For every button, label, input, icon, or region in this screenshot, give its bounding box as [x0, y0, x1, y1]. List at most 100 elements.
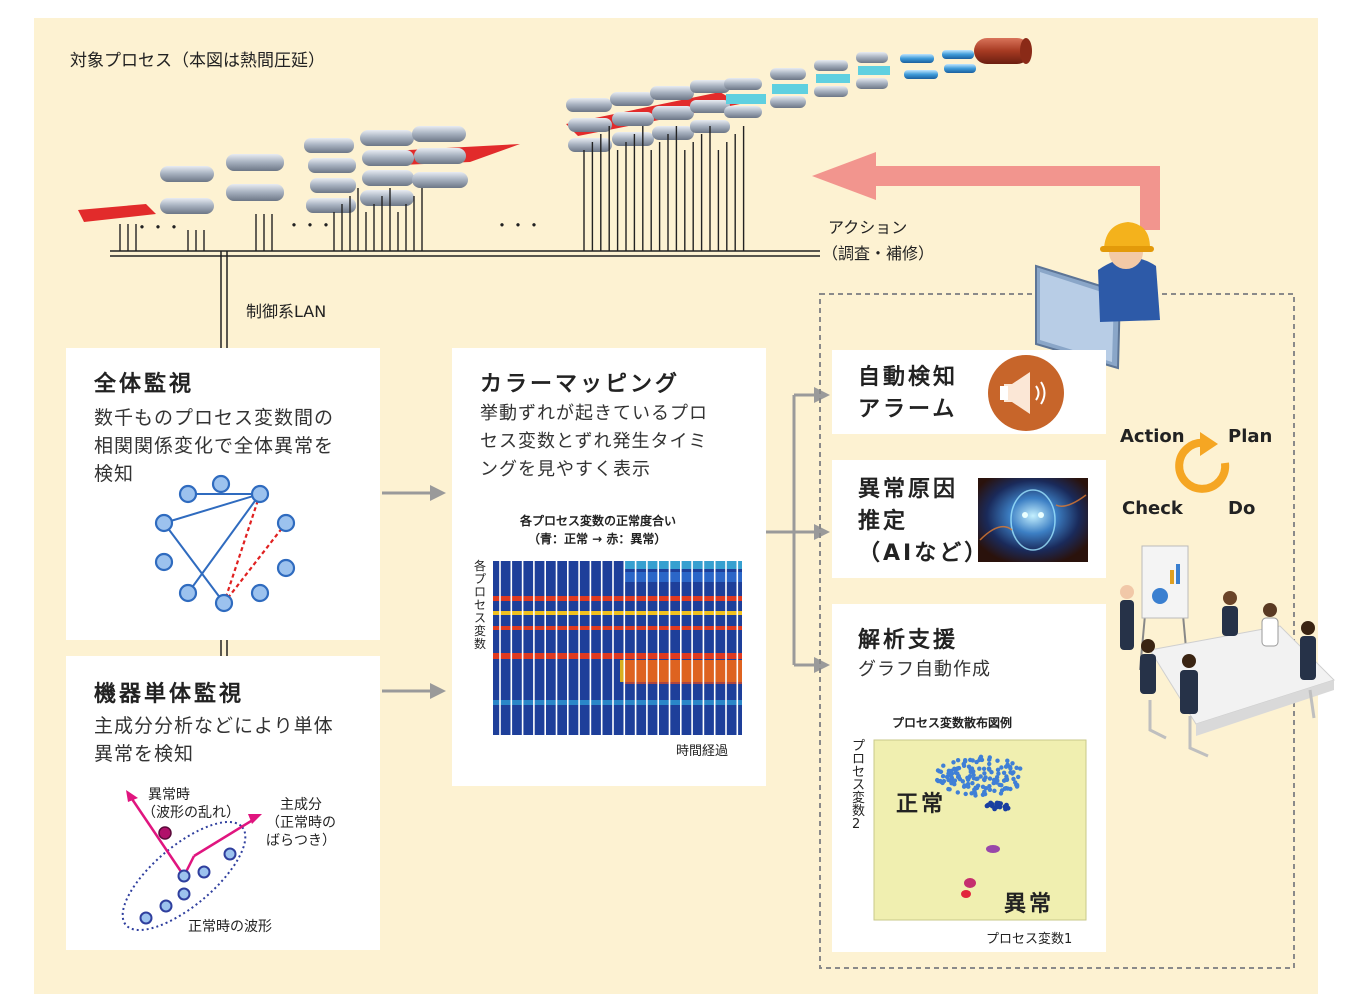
chairs	[1148, 689, 1316, 758]
analysis-desc: グラフ自動作成	[858, 659, 991, 680]
scatter-point	[938, 779, 944, 784]
abnormal-cluster-label: 異常	[1004, 892, 1055, 917]
scatter-point	[982, 771, 987, 776]
scatter-point	[983, 775, 988, 780]
scatter-point	[987, 757, 992, 762]
scatter-point	[970, 758, 975, 763]
scatter-point	[946, 771, 951, 776]
scatter-point	[1018, 766, 1023, 771]
scatter-point	[999, 765, 1004, 770]
colormap-desc: 挙動ずれが起きているプロ セス変数とずれ発生タイミ ングを見やすく表示	[480, 403, 708, 480]
correlation-node	[214, 593, 234, 613]
roll-stands-finishing	[724, 38, 1032, 118]
normal-sample-point	[197, 865, 211, 879]
correlation-node	[178, 583, 198, 603]
scatter-point	[995, 767, 1001, 772]
normal-waveform-label: 正常時の波形	[188, 919, 272, 935]
scatter-point	[973, 793, 978, 798]
scatter-point	[946, 777, 951, 783]
scatter-point	[991, 777, 997, 783]
scatter-point	[955, 771, 960, 776]
unit-title: 機器単体監視	[94, 682, 245, 707]
unit-monitoring-panel: 機器単体監視 主成分分析などにより単体 異常を検知	[66, 656, 380, 950]
scatter-point	[987, 761, 992, 767]
scatter-point	[941, 763, 946, 768]
scatter-point	[974, 759, 979, 765]
correlation-node	[250, 583, 270, 603]
action-sublabel: （調査・補修）	[822, 244, 935, 263]
heatmap-band	[493, 700, 742, 705]
heatmap-band	[493, 626, 742, 630]
scatter-point	[1011, 770, 1016, 775]
scatter-point	[1005, 758, 1010, 763]
action-arrow-head	[812, 152, 876, 200]
scatter-point	[980, 784, 986, 789]
scatter-point	[935, 768, 941, 773]
scatter-point	[1008, 786, 1013, 792]
scatter-point	[940, 774, 946, 779]
scatter-point	[1016, 774, 1021, 780]
scatter-point	[977, 766, 982, 771]
steel-strip	[78, 204, 156, 222]
analysis-title: 解析支援	[858, 628, 959, 653]
heatmap-xlabel: 時間経過	[676, 744, 729, 759]
principal-component-label: 主成分 （正常時の ばらつき）	[266, 797, 336, 849]
pdca-action: Action	[1120, 426, 1185, 447]
scatter-point	[1014, 765, 1019, 770]
scatter-point	[986, 766, 992, 771]
ellipsis: ・・・	[134, 218, 183, 237]
scatter-point	[997, 782, 1002, 787]
steel-coil	[974, 38, 1030, 64]
correlation-node	[154, 513, 174, 533]
scatter-point	[947, 787, 952, 792]
heatmap-band	[493, 596, 742, 601]
scatter-point	[998, 801, 1003, 806]
scatter-point	[1010, 761, 1015, 766]
pdca-check: Check	[1122, 498, 1183, 519]
action-label: アクション	[828, 218, 908, 237]
scatter-point	[1002, 786, 1008, 791]
scatter-point	[987, 787, 993, 792]
correlation-node	[211, 474, 231, 494]
scatter-point	[952, 778, 958, 783]
heatmap-band	[493, 611, 742, 615]
scatter-point	[952, 766, 957, 771]
scatter-point	[992, 788, 997, 793]
scatter-point	[973, 785, 978, 790]
scatter-point	[969, 766, 975, 771]
cause-title: 異常原因 推定 （AIなど）	[858, 477, 990, 566]
sensor-lines	[119, 126, 745, 251]
scatter-point	[987, 776, 993, 781]
heatmap-hotspot	[624, 660, 742, 684]
unit-desc: 主成分分析などにより単体 異常を検知	[94, 715, 334, 765]
scatter-point	[987, 784, 992, 789]
heatmap-band	[624, 572, 742, 582]
scatter-point	[972, 788, 977, 794]
heatmap-subtitle: （青：正常 → 赤：異常）	[528, 532, 667, 546]
people	[1120, 585, 1316, 714]
heatmap-band	[624, 561, 742, 569]
scatter-point	[982, 789, 987, 794]
scatter-point	[970, 781, 975, 786]
normal-sample-point	[223, 847, 237, 861]
flow-arrows	[382, 387, 830, 699]
scatter-point	[994, 804, 999, 810]
normal-sample-point	[159, 899, 173, 913]
scatter-point	[963, 758, 968, 763]
scatter-point	[989, 770, 994, 775]
lan-label: 制御系LAN	[246, 302, 327, 321]
normal-sample-point	[177, 887, 191, 901]
normal-sample-point	[139, 911, 153, 925]
anomaly-label: 異常時 （波形の乱れ）	[142, 787, 240, 821]
scatter-point	[981, 766, 987, 771]
correlation-node	[276, 558, 296, 578]
operator-icon	[1098, 222, 1160, 322]
pdca-do: Do	[1228, 498, 1256, 519]
scatter-point	[1008, 766, 1013, 771]
pdca-plan: Plan	[1228, 426, 1273, 447]
